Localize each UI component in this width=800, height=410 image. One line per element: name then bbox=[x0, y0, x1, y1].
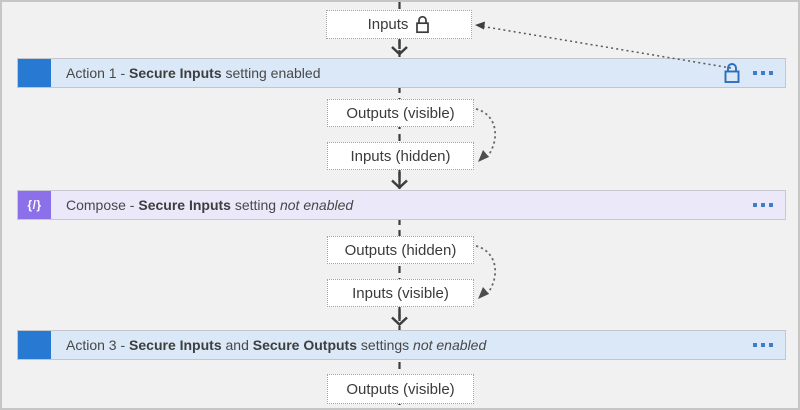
action3-bold-secure-inputs: Secure Inputs bbox=[129, 337, 222, 353]
node-outputs-visible-2: Outputs (visible) bbox=[327, 374, 474, 404]
compose-bold-secure-inputs: Secure Inputs bbox=[138, 197, 231, 213]
node-outputs-visible-2-label: Outputs (visible) bbox=[346, 380, 455, 398]
node-outputs-visible-1: Outputs (visible) bbox=[327, 99, 474, 127]
action3-bold-secure-outputs: Secure Outputs bbox=[252, 337, 358, 353]
node-inputs-visible-label: Inputs (visible) bbox=[352, 284, 449, 302]
node-inputs: Inputs bbox=[326, 10, 472, 39]
secure-inputs-lock-icon bbox=[723, 62, 741, 84]
node-inputs-label: Inputs bbox=[367, 16, 409, 33]
node-inputs-hidden: Inputs (hidden) bbox=[327, 142, 474, 170]
action1-text-2: setting enabled bbox=[221, 65, 321, 81]
action1-icon bbox=[18, 59, 51, 87]
action1-label: Action 1 - Secure Inputs setting enabled bbox=[66, 65, 320, 81]
node-outputs-hidden-label: Outputs (hidden) bbox=[344, 241, 457, 259]
action-card-action1[interactable]: Action 1 - Secure Inputs setting enabled bbox=[17, 58, 786, 88]
action3-text-2: and bbox=[221, 337, 253, 353]
node-inputs-hidden-label: Inputs (hidden) bbox=[350, 147, 451, 165]
node-outputs-visible-1-label: Outputs (visible) bbox=[346, 104, 455, 122]
ellipsis-icon[interactable] bbox=[753, 343, 773, 347]
action-card-action3[interactable]: Action 3 - Secure Inputs and Secure Outp… bbox=[17, 330, 786, 360]
node-inputs-visible: Inputs (visible) bbox=[327, 279, 474, 307]
compose-text-1: Compose - bbox=[66, 197, 139, 213]
action3-italic-not-enabled: not enabled bbox=[413, 337, 487, 353]
compose-italic-not-enabled: not enabled bbox=[279, 197, 354, 213]
compose-braces-icon: {/} bbox=[18, 191, 51, 219]
ellipsis-icon[interactable] bbox=[753, 203, 773, 207]
lock-icon bbox=[415, 15, 430, 34]
ellipsis-icon[interactable] bbox=[753, 71, 773, 75]
action1-bold-secure-inputs: Secure Inputs bbox=[129, 65, 222, 81]
action-card-compose[interactable]: {/} Compose - Secure Inputs setting not … bbox=[17, 190, 786, 220]
compose-text-2: setting bbox=[230, 197, 280, 213]
action3-label: Action 3 - Secure Inputs and Secure Outp… bbox=[66, 337, 486, 353]
compose-label: Compose - Secure Inputs setting not enab… bbox=[66, 197, 353, 213]
node-outputs-hidden: Outputs (hidden) bbox=[327, 236, 474, 264]
action3-text-3: settings bbox=[357, 337, 414, 353]
action1-text-1: Action 1 - bbox=[66, 65, 130, 81]
action3-text-1: Action 3 - bbox=[66, 337, 130, 353]
action3-icon bbox=[18, 331, 51, 359]
